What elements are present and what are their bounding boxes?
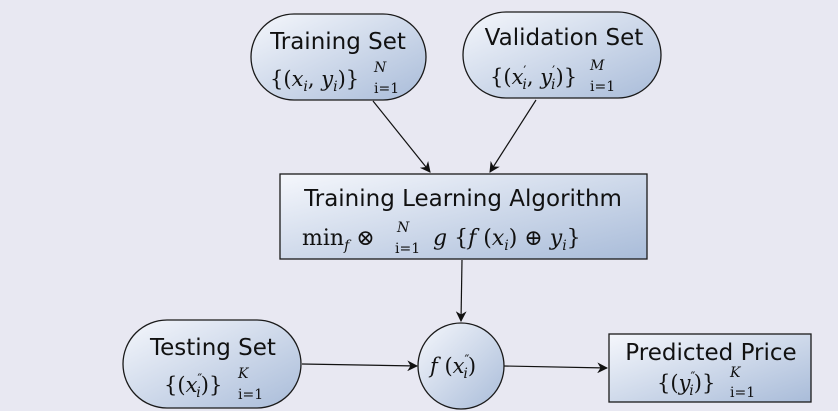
model-formula: f (x″i) — [428, 353, 476, 382]
edge-algorithm-to-model — [455, 259, 467, 323]
edge-validation-to-algorithm — [489, 99, 537, 173]
model-node: f (x″i) — [417, 322, 505, 410]
validation-set-formula: {(x′i, y′i)} — [490, 64, 577, 93]
algorithm-formula: minf ⊗ — [302, 226, 375, 254]
validation-set-sub: i=1 — [590, 79, 615, 95]
predicted-price-node: Predicted Price {(y″i)} K i=1 — [608, 333, 812, 403]
predicted-price-formula: {(y″i)} — [657, 370, 715, 399]
training-set-formula: {(xi, yi)} — [270, 67, 359, 95]
algorithm-title: Training Learning Algorithm — [303, 186, 622, 212]
validation-set-node: Validation Set {(x′i, y′i)} M i=1 — [462, 11, 662, 99]
algorithm-sub: i=1 — [395, 241, 420, 257]
testing-set-sup: K — [237, 366, 250, 382]
training-set-sub: i=1 — [374, 81, 399, 97]
algorithm-node: Training Learning Algorithm minf ⊗ N i=1… — [279, 173, 648, 260]
predicted-price-sup: K — [729, 365, 742, 381]
validation-set-sup: M — [589, 58, 605, 74]
validation-set-title: Validation Set — [485, 25, 644, 51]
training-set-title: Training Set — [269, 29, 406, 55]
testing-set-node: Testing Set {(x″i)} K i=1 — [122, 319, 302, 409]
edge-testing-to-model — [301, 360, 419, 372]
predicted-price-title: Predicted Price — [625, 340, 796, 366]
testing-set-formula: {(x″i)} — [164, 372, 222, 401]
algorithm-formula-rest: g {f (xi) ⊕ yi} — [433, 226, 581, 254]
predicted-price-sub: i=1 — [730, 385, 755, 401]
testing-set-title: Testing Set — [149, 335, 276, 361]
training-set-node: Training Set {(xi, yi)} N i=1 — [250, 13, 427, 101]
edge-training-to-algorithm — [372, 100, 431, 173]
algorithm-sup: N — [396, 220, 410, 236]
testing-set-sub: i=1 — [238, 387, 263, 403]
edge-model-to-predicted — [503, 362, 609, 374]
training-set-sup: N — [373, 60, 387, 76]
